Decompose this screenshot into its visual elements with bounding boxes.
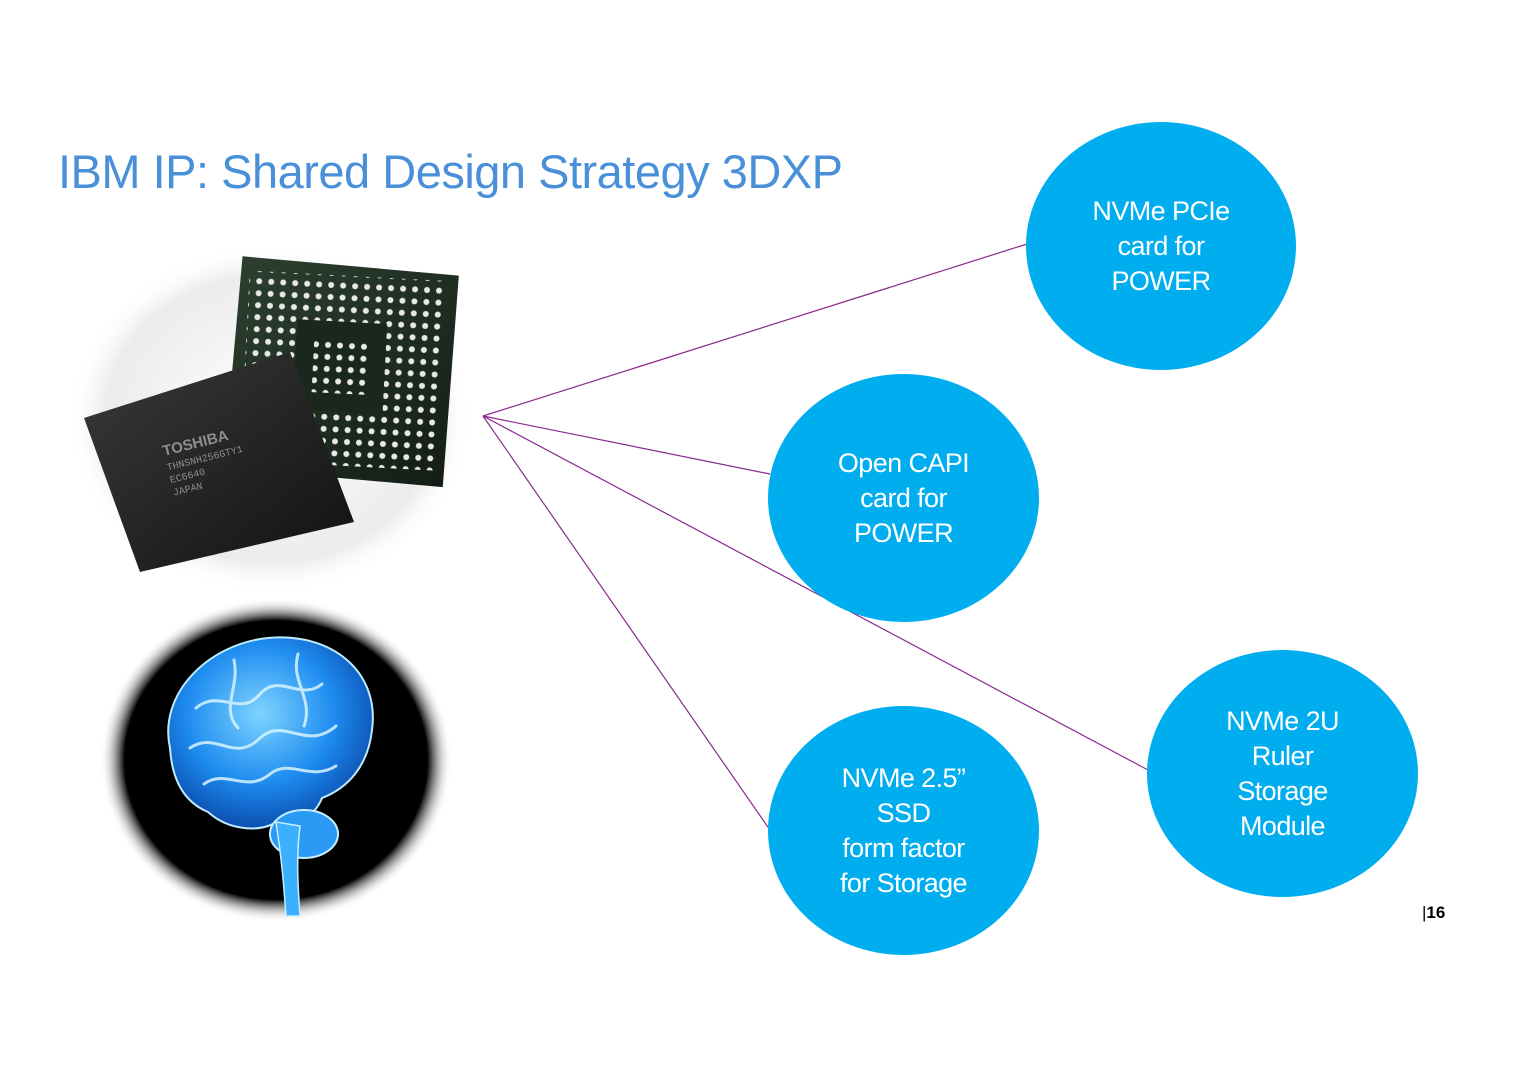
bubble-nvme-ssd-form-factor: NVMe 2.5” SSD form factor for Storage: [768, 706, 1039, 955]
page-number: |16: [1422, 903, 1445, 923]
bubble-label: NVMe 2.5” SSD form factor for Storage: [840, 762, 968, 898]
toshiba-chip-front: TOSHIBA THNSNH256GTY1 EC6640 JAPAN: [84, 352, 354, 572]
bubble-open-capi-card: Open CAPI card for POWER: [768, 374, 1039, 622]
slide-title: IBM IP: Shared Design Strategy 3DXP: [58, 145, 843, 198]
bubble-label: NVMe PCIe card for POWER: [1092, 195, 1230, 296]
glowing-brain-image: [100, 598, 452, 922]
connector-to-capi: [482, 415, 771, 475]
memory-chip-image: TOSHIBA THNSNH256GTY1 EC6640 JAPAN: [68, 244, 472, 594]
connector-to-pcie: [482, 243, 1028, 417]
connector-to-ssd: [482, 415, 771, 831]
bubble-nvme-pcie-card: NVMe PCIe card for POWER: [1026, 122, 1296, 370]
brain-shape: [167, 636, 374, 917]
page-number-separator: |: [1422, 903, 1427, 922]
bubble-label: Open CAPI card for POWER: [837, 447, 970, 548]
page-number-value: 16: [1426, 903, 1446, 922]
bubble-label: NVMe 2U Ruler Storage Module: [1226, 705, 1339, 841]
bubble-nvme-ruler-module: NVMe 2U Ruler Storage Module: [1147, 650, 1418, 897]
